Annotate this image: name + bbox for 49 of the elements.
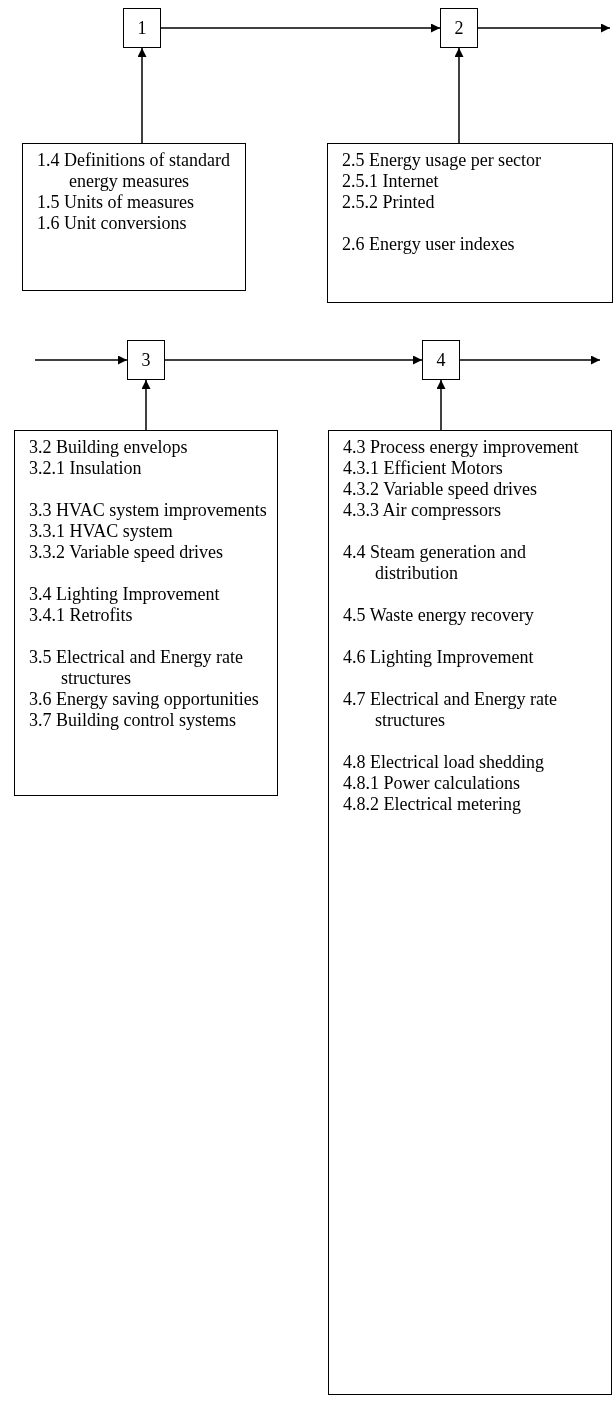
topic-list-box <box>328 430 612 1395</box>
topic-item: 1.5 Units of measures <box>37 192 195 213</box>
step-number: 1 <box>137 17 147 39</box>
step-box <box>422 340 460 380</box>
topic-item: 4.8 Electrical load shedding <box>343 752 545 773</box>
arrow <box>477 23 611 33</box>
arrow <box>137 47 147 144</box>
topic-item: 3.2 Building envelops <box>29 437 189 458</box>
topic-item: 3.3.2 Variable speed drives <box>29 542 225 563</box>
topic-item: 3.4 Lighting Improvement <box>29 584 221 605</box>
topic-item: 4.8.1 Power calculations <box>343 773 521 794</box>
topic-item: 4.3.1 Efficient Motors <box>343 458 504 479</box>
topic-item: 2.5.2 Printed <box>342 192 436 213</box>
arrow <box>459 355 601 365</box>
topic-item: 3.7 Building control systems <box>29 710 237 731</box>
step-number: 2 <box>454 17 464 39</box>
arrow <box>160 23 441 33</box>
step-number: 4 <box>436 349 446 371</box>
arrow <box>454 47 464 144</box>
topic-item: 4.8.2 Electrical metering <box>343 794 522 815</box>
topic-item: 4.6 Lighting Improvement <box>343 647 535 668</box>
step-box <box>127 340 165 380</box>
topic-item: 3.6 Energy saving opportunities <box>29 689 260 710</box>
topic-list-box <box>327 143 613 303</box>
topic-item: 2.5 Energy usage per sector <box>342 150 543 171</box>
topic-item: 3.3.1 HVAC system <box>29 521 174 542</box>
topic-item: 3.3 HVAC system improvements <box>29 500 268 521</box>
step-number: 3 <box>141 349 151 371</box>
topic-item: 1.4 Definitions of standard energy measures <box>37 150 231 192</box>
topic-item: 4.3.3 Air compressors <box>343 500 502 521</box>
topic-item: 2.6 Energy user indexes <box>342 234 516 255</box>
topic-item: 4.3.2 Variable speed drives <box>343 479 539 500</box>
topic-item: 4.7 Electrical and Energy rate structures <box>343 689 559 731</box>
topic-item: 4.5 Waste energy recovery <box>343 605 535 626</box>
step-box <box>123 8 161 48</box>
topic-item: 4.3 Process energy improvement <box>343 437 580 458</box>
topic-item: 2.5.1 Internet <box>342 171 440 192</box>
topic-list-box <box>22 143 246 291</box>
arrow <box>141 379 151 431</box>
topic-item: 3.2.1 Insulation <box>29 458 143 479</box>
topic-item: 4.4 Steam generation and distribution <box>343 542 527 584</box>
topic-item: 3.4.1 Retrofits <box>29 605 134 626</box>
arrow <box>436 379 446 431</box>
step-box <box>440 8 478 48</box>
topic-item: 3.5 Electrical and Energy rate structures <box>29 647 245 689</box>
arrow <box>164 355 423 365</box>
topic-list-box <box>14 430 278 796</box>
arrow <box>34 355 128 365</box>
topic-item: 1.6 Unit conversions <box>37 213 188 234</box>
